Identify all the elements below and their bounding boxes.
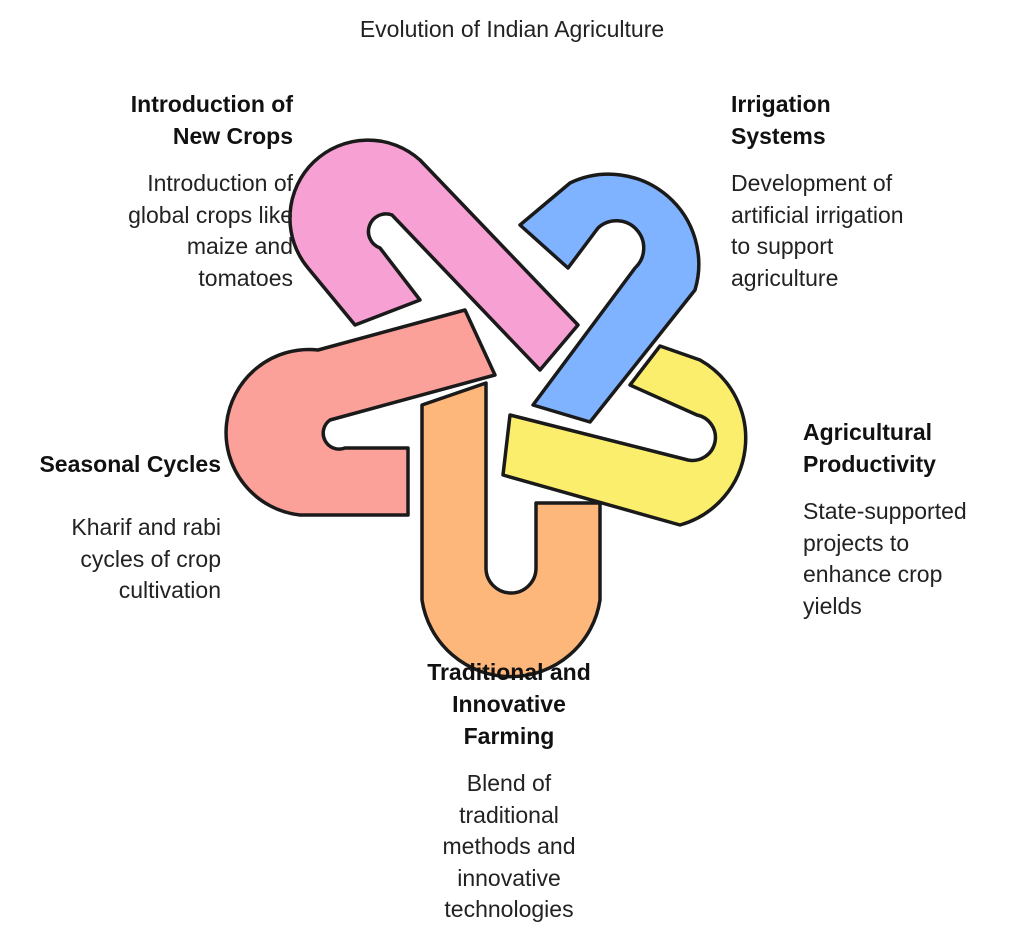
description-agricultural-productivity: State-supported projects to enhance crop… [803, 498, 967, 619]
description-seasonal-cycles: Kharif and rabi cycles of crop cultivati… [71, 514, 221, 603]
heading-seasonal-cycles: Seasonal Cycles [39, 451, 221, 477]
description-irrigation-systems: Development of artificial irrigation to … [731, 170, 904, 291]
description-traditional-farming: Blend of traditional methods and innovat… [442, 770, 576, 922]
loop-irrigation-systems [518, 172, 701, 424]
heading-new-crops: Introduction of New Crops [130, 91, 293, 149]
loop-new-crops [288, 138, 580, 372]
heading-agricultural-productivity: Agricultural Productivity [803, 419, 936, 477]
heading-traditional-farming: Traditional and Innovative Farming [427, 659, 591, 749]
heading-irrigation-systems: Irrigation Systems [731, 91, 831, 149]
loop-traditional-farming [420, 381, 602, 679]
description-new-crops: Introduction of global crops like maize … [128, 170, 293, 291]
diagram-title: Evolution of Indian Agriculture [359, 16, 665, 42]
loop-agricultural-productivity [501, 344, 748, 527]
loop-seasonal-cycles [224, 308, 497, 517]
